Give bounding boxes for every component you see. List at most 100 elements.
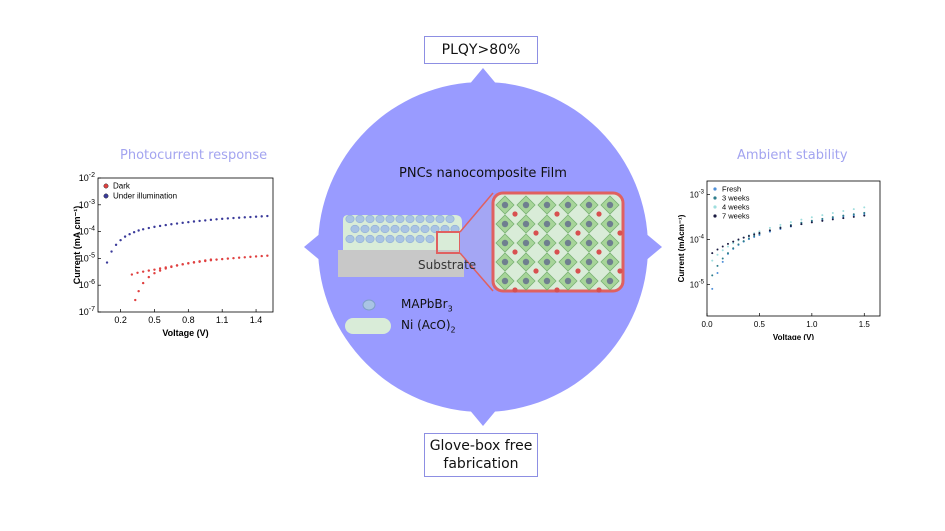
point-s0-19 xyxy=(237,256,241,259)
point-s3-10 xyxy=(768,229,771,232)
atom-red-21 xyxy=(575,268,581,274)
particle-12 xyxy=(360,224,370,234)
point-s0-1 xyxy=(137,289,140,293)
point-s1-21 xyxy=(215,218,218,221)
plot-frame xyxy=(706,180,881,317)
x-tick-label-1: 0.5 xyxy=(148,315,161,325)
particle-8 xyxy=(425,214,435,224)
point-s3-2 xyxy=(721,245,724,248)
y-tick-label-1: 10-4 xyxy=(690,235,705,245)
x-tick-label-0: 0.2 xyxy=(114,315,127,325)
point-s0-39 xyxy=(209,258,213,261)
point-s1-20 xyxy=(209,218,213,222)
point-s0-34 xyxy=(181,263,184,266)
point-s1-7 xyxy=(137,229,140,232)
point-s2-4 xyxy=(732,242,735,245)
point-s1-22 xyxy=(220,217,224,221)
point-s1-7 xyxy=(747,237,750,240)
point-s1-28 xyxy=(254,215,258,218)
plqy-text: PLQY>80% xyxy=(441,42,521,58)
atom-gray-0 xyxy=(501,201,509,209)
legend-label-0: Fresh xyxy=(722,185,741,194)
particle-11 xyxy=(350,224,360,234)
x-axis-label: Voltage (V) xyxy=(162,328,208,338)
point-s1-17 xyxy=(192,220,196,223)
point-s1-18 xyxy=(198,219,201,223)
point-s2-19 xyxy=(863,206,866,209)
particle-26 xyxy=(385,234,395,244)
point-s3-6 xyxy=(742,236,745,239)
point-s0-2 xyxy=(721,260,724,263)
point-s3-1 xyxy=(716,248,719,251)
point-s0-36 xyxy=(192,261,196,264)
point-s1-3 xyxy=(119,238,122,242)
atom-gray-1 xyxy=(522,201,530,209)
particles xyxy=(345,214,460,244)
point-s3-5 xyxy=(737,238,740,241)
point-s3-7 xyxy=(747,234,750,237)
point-s1-14 xyxy=(810,219,813,222)
point-s3-12 xyxy=(789,225,792,227)
point-s0-37 xyxy=(198,260,201,263)
point-s0-28 xyxy=(147,269,151,272)
point-s3-13 xyxy=(800,223,803,226)
point-s3-0 xyxy=(711,252,714,255)
atom-gray-23 xyxy=(606,258,614,266)
x-tick-label-3: 1.5 xyxy=(859,320,871,329)
particle-9 xyxy=(435,214,445,224)
point-s2-3 xyxy=(726,245,729,248)
point-s2-9 xyxy=(758,230,761,233)
point-s0-23 xyxy=(260,254,263,258)
atom-red-12 xyxy=(512,249,518,255)
point-s1-14 xyxy=(175,222,179,225)
point-s2-17 xyxy=(842,210,845,213)
point-s1-12 xyxy=(164,223,167,227)
point-s2-11 xyxy=(779,223,782,226)
particle-3 xyxy=(375,214,385,224)
point-s0-18 xyxy=(232,256,235,260)
mapbbr3-marker xyxy=(362,299,376,311)
point-s0-29 xyxy=(153,268,156,271)
atom-gray-21 xyxy=(564,258,572,266)
y-tick-label-0: 10-7 xyxy=(79,306,95,317)
legend-nicoac: Ni (AcO)2 xyxy=(401,318,456,335)
y-axis-label: Current (mAcm⁻¹) xyxy=(677,214,686,282)
point-s0-35 xyxy=(187,262,190,265)
atom-gray-19 xyxy=(522,258,530,266)
point-s1-29 xyxy=(260,215,263,218)
atom-gray-15 xyxy=(564,239,572,247)
point-s2-13 xyxy=(800,218,803,221)
particle-25 xyxy=(375,234,385,244)
point-s2-1 xyxy=(716,253,719,256)
point-s0-32 xyxy=(170,265,173,268)
point-s2-15 xyxy=(821,214,824,217)
y-tick-label-2: 10-5 xyxy=(79,252,95,263)
atom-gray-5 xyxy=(606,201,614,209)
point-s3-11 xyxy=(779,227,782,230)
particle-27 xyxy=(395,234,405,244)
arrow-top xyxy=(468,68,498,86)
atom-red-16 xyxy=(596,249,602,255)
point-s1-19 xyxy=(863,211,866,214)
legend-label-2: 4 weeks xyxy=(722,203,750,212)
point-s0-21 xyxy=(249,255,252,259)
point-s1-18 xyxy=(852,213,855,216)
atom-red-19 xyxy=(533,268,539,274)
point-s1-8 xyxy=(141,228,145,231)
atom-gray-20 xyxy=(543,258,551,266)
legend-label-0: Dark xyxy=(113,182,131,191)
legend-marker-1 xyxy=(103,193,109,199)
point-s0-0 xyxy=(711,287,714,290)
point-s0-30 xyxy=(158,267,162,270)
particle-29 xyxy=(415,234,425,244)
legend-label-1: Under illumination xyxy=(113,192,177,201)
particle-5 xyxy=(395,214,405,224)
point-s1-1 xyxy=(716,264,719,267)
point-s1-16 xyxy=(187,220,190,224)
atom-gray-24 xyxy=(501,277,509,285)
particle-19 xyxy=(430,224,440,234)
arrow-bottom xyxy=(468,408,498,426)
point-s1-5 xyxy=(737,243,740,246)
point-s3-18 xyxy=(852,215,855,218)
atom-gray-12 xyxy=(501,239,509,247)
